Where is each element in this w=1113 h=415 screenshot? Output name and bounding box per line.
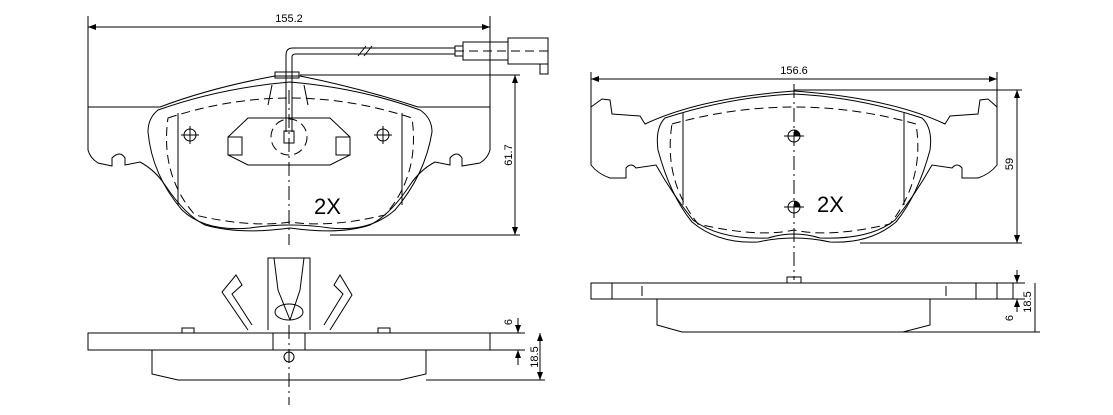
total-thickness-label: 18.5 — [1022, 291, 1034, 312]
plate-thickness-label: 6 — [503, 319, 515, 325]
plate-thickness-label: 6 — [1004, 315, 1016, 321]
wear-sensor-wire — [285, 47, 455, 132]
right-pad-front-view: 156.6 59 2X — [590, 65, 1022, 280]
backing-plate-outline — [590, 90, 998, 239]
total-thickness-label: 18.5 — [529, 346, 541, 367]
left-pad-side-view: 6 18.5 — [87, 257, 545, 405]
friction-material-outline — [147, 81, 433, 230]
width-dimension-label: 156.6 — [780, 65, 808, 77]
height-dimension-label: 59 — [1004, 158, 1016, 170]
quantity-label: 2X — [817, 192, 844, 217]
quantity-label: 2X — [314, 194, 341, 219]
height-dimension-label: 61.7 — [503, 144, 515, 165]
friction-material-side — [656, 299, 931, 333]
anti-rattle-clip — [221, 274, 353, 331]
backing-plate-outline — [87, 75, 491, 232]
right-pad-side-view: 6 18.5 — [590, 270, 1040, 333]
backing-plate-side — [590, 282, 1014, 300]
left-pad-front-view: 155.2 61.7 2X — [87, 13, 549, 245]
pad-hole-bottom — [784, 200, 804, 214]
width-dimension-label: 155.2 — [275, 13, 303, 25]
pad-hole-top — [784, 129, 804, 143]
friction-material-outline — [656, 93, 932, 243]
